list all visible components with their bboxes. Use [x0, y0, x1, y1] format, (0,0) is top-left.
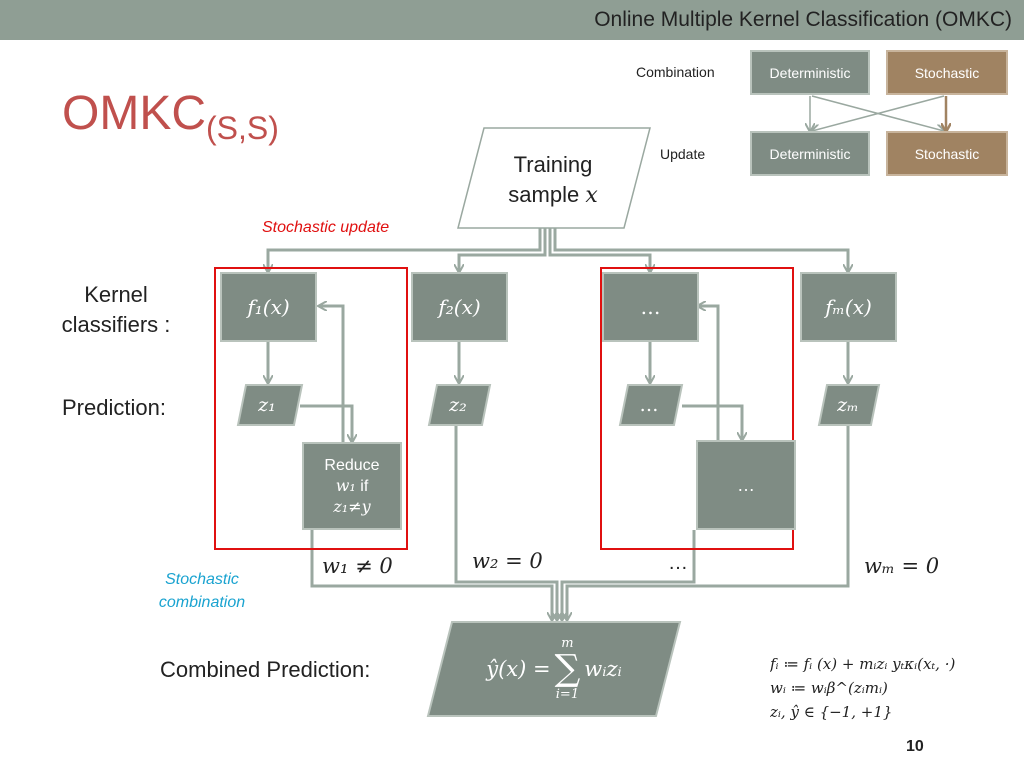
legend-arrow	[812, 95, 945, 131]
prediction-z1: z₁	[258, 394, 276, 416]
slide-title: OMKC(S,S)	[62, 87, 279, 146]
prediction-label: Prediction:	[62, 395, 166, 420]
weight-wm: wₘ = 0	[864, 554, 940, 578]
stochastic-combination-line2: combination	[158, 594, 246, 611]
kernel-classifiers-line2: classifiers :	[61, 312, 171, 337]
formula-domain: zᵢ, ŷ ∈ {−1, +1}	[770, 703, 893, 721]
update-dots-box: …	[696, 440, 796, 530]
slide-title-sub: (S,S)	[206, 110, 279, 146]
combined-prediction-shape	[426, 621, 682, 717]
header-title: Online Multiple Kernel Classification (O…	[594, 8, 1012, 31]
sum-symbol: ∑	[554, 648, 581, 689]
weight-w1: w₁ ≠ 0	[322, 554, 393, 578]
connector	[459, 228, 547, 272]
formula-f-update: fᵢ ≔ fᵢ (x) + mᵢzᵢ yₜκᵢ(xₜ, ·)	[770, 655, 956, 673]
update-stochastic-box: Stochastic	[886, 131, 1008, 176]
combination-stochastic-box: Stochastic	[886, 50, 1008, 95]
connector	[553, 228, 848, 272]
reduce-line1: Reduce	[324, 456, 380, 474]
page-number: 10	[906, 738, 924, 755]
classifier-fm-box: fₘ(x)	[800, 272, 897, 342]
reduce-w1-var: w₁	[335, 475, 356, 495]
reduce-line3: z₁≠y	[333, 496, 371, 516]
training-sample-label: Training sample x	[488, 150, 618, 211]
feedback-connector	[698, 306, 720, 440]
connector	[454, 425, 557, 620]
prediction-zm: zₘ	[837, 394, 859, 416]
connector	[300, 404, 352, 442]
training-sample-line2: sample x	[488, 180, 618, 211]
prediction-dots: …	[639, 394, 659, 416]
reduce-line2: w₁ if	[336, 476, 369, 497]
stochastic-combination-label: Stochastic combination	[142, 568, 262, 614]
connector	[682, 404, 742, 440]
classifier-f1-box: f₁(x)	[220, 272, 317, 342]
slide-title-main: OMKC	[62, 87, 206, 140]
summation: m ∑ i=1	[555, 636, 581, 702]
update-label: Update	[660, 146, 706, 162]
training-sample-line1: Training	[513, 152, 593, 177]
connector	[548, 228, 650, 272]
formula-w-update: wᵢ ≔ wᵢβ^(zᵢmᵢ)	[770, 679, 888, 697]
prediction-z2-shape	[427, 384, 492, 426]
kernel-classifiers-label: Kernel classifiers :	[48, 280, 184, 340]
prediction-z1-shape	[236, 384, 304, 426]
stochastic-update-frame-2	[600, 267, 794, 550]
connector	[567, 425, 850, 620]
update-deterministic-box: Deterministic	[750, 131, 870, 176]
prediction-zdots-shape	[618, 384, 684, 426]
combined-term: wᵢzᵢ	[584, 657, 622, 681]
weight-dots: …	[668, 552, 688, 574]
stochastic-update-frame-1	[214, 267, 408, 550]
reduce-if: if	[355, 477, 369, 495]
update-formulas: fᵢ ≔ fᵢ (x) + mᵢzᵢ yₜκᵢ(xₜ, ·) wᵢ ≔ wᵢβ^…	[770, 652, 1024, 724]
prediction-zm-shape	[817, 384, 881, 426]
combination-label: Combination	[636, 64, 715, 80]
sum-top: m	[561, 636, 574, 651]
weight-w2: w₂ = 0	[472, 549, 543, 573]
training-sample-var: x	[585, 183, 598, 208]
training-sample-word: sample	[508, 182, 586, 207]
header-bar: Online Multiple Kernel Classification (O…	[0, 0, 1024, 40]
prediction-z2: z₂	[449, 394, 467, 416]
combined-prediction-formula: ŷ(x) = m ∑ i=1 wᵢzᵢ	[440, 624, 668, 714]
combination-deterministic-box: Deterministic	[750, 50, 870, 95]
reduce-w1-box: Reduce w₁ if z₁≠y	[302, 442, 402, 530]
connector	[268, 228, 542, 272]
kernel-classifiers-line1: Kernel	[84, 282, 148, 307]
classifier-f2-box: f₂(x)	[411, 272, 508, 342]
feedback-connector	[319, 306, 345, 442]
sum-bottom: i=1	[555, 687, 580, 702]
stochastic-update-label: Stochastic update	[262, 219, 390, 236]
connector	[562, 530, 696, 620]
combined-lhs: ŷ(x) =	[486, 657, 551, 681]
stochastic-combination-line1: Stochastic	[165, 571, 239, 588]
connector	[310, 530, 552, 620]
classifier-dots-box: …	[602, 272, 699, 342]
combined-prediction-label: Combined Prediction:	[160, 657, 371, 682]
training-sample-shape	[457, 127, 651, 229]
